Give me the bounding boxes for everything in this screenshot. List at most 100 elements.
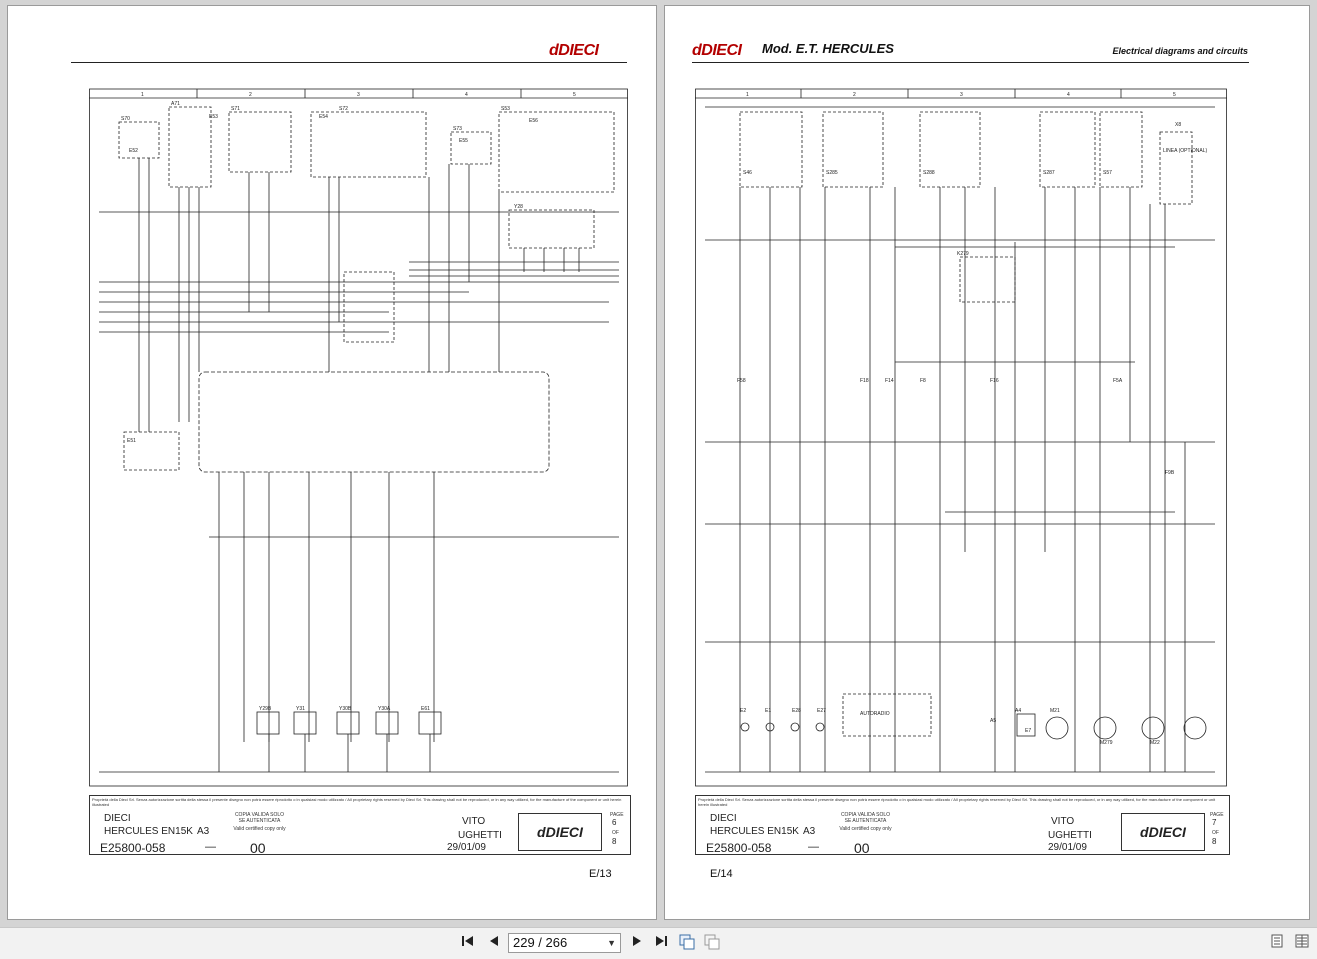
title-block: Proprietà della Dieci Srl. Senza autoriz… (695, 795, 1230, 856)
svg-text:3: 3 (357, 92, 360, 98)
columns-icon[interactable] (1293, 934, 1311, 952)
checked-by: UGHETTI (1048, 830, 1092, 841)
component-label: S285 (826, 170, 838, 176)
customer-name: DIECI (104, 813, 131, 824)
next-page-icon[interactable] (628, 934, 646, 952)
component-label: F14 (885, 378, 894, 384)
dieci-logo: dDIECI (692, 42, 742, 59)
component-label: S73 (453, 126, 462, 132)
component-label: E52 (129, 148, 138, 154)
component-label: S46 (743, 170, 752, 176)
model-title: Mod. E.T. HERCULES (762, 41, 894, 56)
svg-text:5: 5 (573, 92, 576, 98)
drawn-by: VITO (462, 816, 486, 827)
component-label: F16 (990, 378, 999, 384)
component-label: F8 (920, 378, 926, 384)
component-label: M279 (1100, 740, 1113, 746)
component-label: S288 (923, 170, 935, 176)
component-label: S287 (1043, 170, 1055, 176)
page-code: E/14 (710, 868, 733, 880)
component-label: F5A (1113, 378, 1123, 384)
total-pages: 8 (612, 837, 617, 846)
component-label: Y29B (259, 706, 272, 712)
component-label: A71 (171, 101, 180, 107)
last-page-icon[interactable] (652, 934, 670, 952)
component-label: E51 (127, 438, 136, 444)
of-label: OF (1212, 830, 1219, 836)
component-label: A4 (1015, 708, 1021, 714)
checked-by: UGHETTI (458, 830, 502, 841)
component-label: E27 (817, 708, 826, 714)
svg-text:2: 2 (249, 92, 252, 98)
page-number: 6 (612, 818, 617, 827)
drawing-date: 29/01/09 (447, 842, 486, 853)
drawing-dash: — (808, 841, 819, 853)
svg-text:5: 5 (1173, 92, 1176, 98)
single-page-icon[interactable] (1268, 934, 1286, 952)
svg-text:1: 1 (746, 92, 749, 98)
component-label: F9B (1165, 470, 1175, 476)
svg-text:2: 2 (853, 92, 856, 98)
component-label: Y28 (514, 204, 523, 210)
company-logo: dDIECI (1121, 813, 1205, 851)
component-label: Y30A (378, 706, 391, 712)
drawing-number: E25800-058 (706, 841, 772, 855)
drawn-by: VITO (1051, 816, 1075, 827)
drawing-date: 29/01/09 (1048, 842, 1087, 853)
component-label: F58 (737, 378, 746, 384)
document-section-title: Electrical diagrams and circuits (1112, 46, 1248, 56)
component-label: S70 (121, 116, 130, 122)
component-label: M21 (1050, 708, 1060, 714)
sheet-format: A3 (803, 826, 816, 837)
dieci-logo: dDIECI (549, 42, 599, 59)
drawing-dash: — (205, 841, 216, 853)
svg-text:1: 1 (141, 92, 144, 98)
component-label: S53 (501, 106, 510, 112)
component-label: Y30B (339, 706, 352, 712)
title-block-notice: Proprietà della Dieci Srl. Senza autoriz… (698, 797, 1216, 807)
component-label: S57 (1103, 170, 1112, 176)
component-label: E28 (792, 708, 801, 714)
model-name: HERCULES EN15K (710, 826, 799, 837)
component-label: E61 (421, 706, 430, 712)
page-number-select[interactable]: 229 / 266 ▼ (508, 933, 621, 953)
component-label: K279 (957, 251, 969, 257)
title-block-notice: Proprietà della Dieci Srl. Senza autoriz… (92, 797, 622, 807)
chevron-down-icon: ▼ (607, 938, 616, 948)
component-label: AUTORADIO (860, 711, 890, 717)
drawing-number: E25800-058 (100, 841, 166, 855)
first-page-icon[interactable] (459, 934, 477, 952)
component-label: M22 (1150, 740, 1160, 746)
pdf-viewer-toolbar: 229 / 266 ▼ (0, 927, 1317, 959)
page-number: 7 (1212, 818, 1217, 827)
component-label: Y31 (296, 706, 305, 712)
page-label: PAGE (610, 812, 624, 818)
model-name: HERCULES EN15K (104, 826, 193, 837)
header-rule (692, 62, 1249, 63)
component-label: E7 (1025, 728, 1031, 734)
component-label: E1 (765, 708, 771, 714)
header-rule (71, 62, 627, 63)
component-label: E55 (459, 138, 468, 144)
company-logo: dDIECI (518, 813, 602, 851)
component-label: E54 (319, 114, 328, 120)
component-label: E56 (529, 118, 538, 124)
fit-page-icon[interactable] (678, 934, 696, 952)
svg-text:4: 4 (1067, 92, 1070, 98)
certified-copy-note-en: Valid certified copy only (233, 826, 286, 832)
document-page-left: dDIECI (8, 6, 656, 919)
svg-text:4: 4 (465, 92, 468, 98)
svg-text:3: 3 (960, 92, 963, 98)
component-label: X8 (1175, 122, 1181, 128)
revision: 00 (854, 840, 870, 856)
page-code: E/13 (589, 868, 612, 880)
double-page-icon[interactable] (703, 934, 721, 952)
revision: 00 (250, 840, 266, 856)
component-label: S72 (339, 106, 348, 112)
component-label: F18 (860, 378, 869, 384)
certified-copy-note-en: Valid certified copy only (839, 826, 892, 832)
page-number-display: 229 / 266 (513, 935, 568, 950)
page-label: PAGE (1210, 812, 1224, 818)
previous-page-icon[interactable] (485, 934, 503, 952)
